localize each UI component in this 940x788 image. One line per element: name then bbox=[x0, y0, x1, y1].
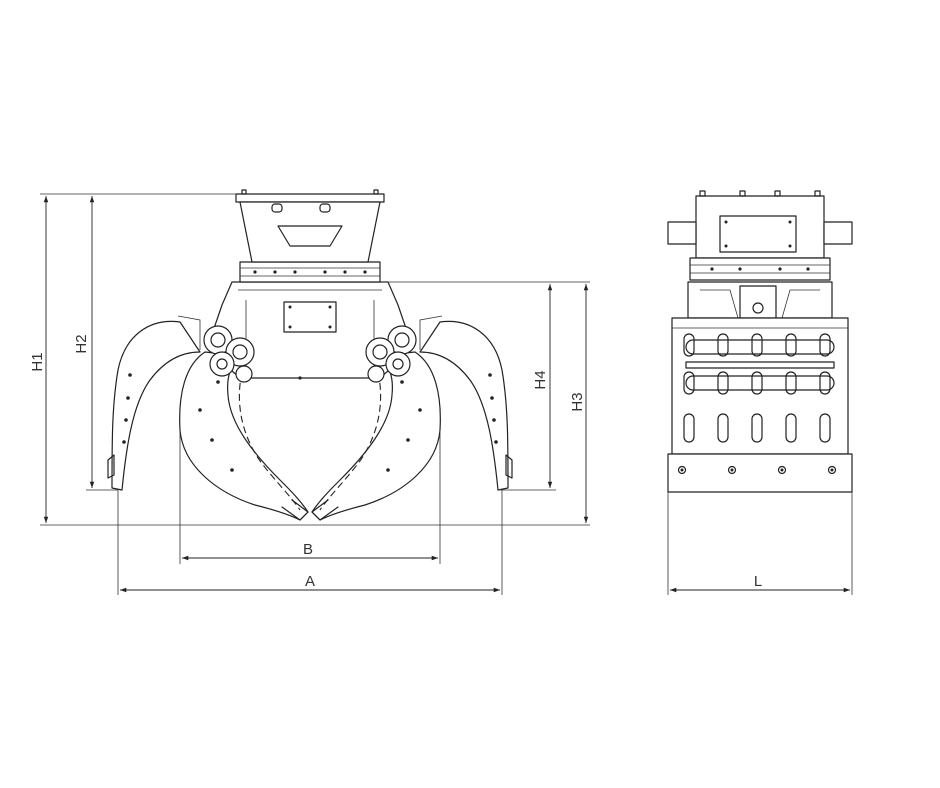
side-tines bbox=[671, 317, 849, 455]
pivot-right bbox=[365, 325, 417, 383]
label-l: L bbox=[754, 573, 762, 590]
label-a: A bbox=[305, 573, 315, 590]
inner-tine-right bbox=[311, 351, 441, 521]
outer-tine-left bbox=[107, 315, 201, 491]
side-base-plate bbox=[667, 453, 853, 493]
label-b: B bbox=[303, 541, 313, 558]
side-top-bracket bbox=[667, 190, 853, 259]
front-view bbox=[107, 189, 513, 521]
top-bracket bbox=[235, 189, 385, 263]
dimension-labels: H1 H2 H4 H3 B A L bbox=[29, 334, 762, 590]
side-body bbox=[687, 281, 833, 319]
side-view bbox=[667, 190, 853, 493]
dimension-lines bbox=[40, 193, 853, 595]
label-h2: H2 bbox=[73, 334, 90, 353]
label-h1: H1 bbox=[29, 352, 46, 371]
outer-tine-right bbox=[419, 315, 513, 491]
rotator-ring bbox=[239, 261, 381, 283]
tine-slots bbox=[683, 333, 831, 443]
inner-tine-left bbox=[179, 351, 309, 521]
label-h3: H3 bbox=[569, 392, 586, 411]
label-h4: H4 bbox=[532, 370, 549, 389]
pivot-left bbox=[203, 325, 255, 383]
side-rotator-ring bbox=[689, 257, 831, 281]
